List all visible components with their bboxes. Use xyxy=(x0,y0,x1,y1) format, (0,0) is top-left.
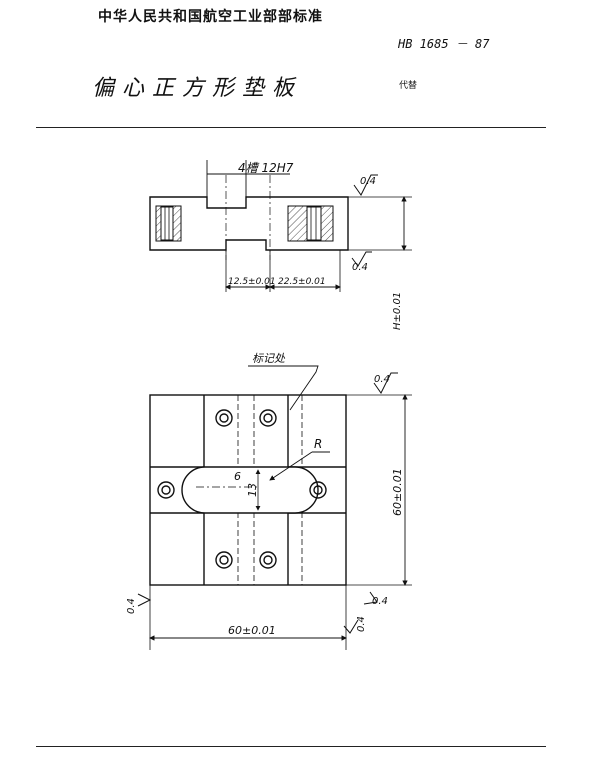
header-rule xyxy=(36,127,546,128)
section-finish-top: 0.4 xyxy=(360,176,376,187)
dim-left-offset: 12.5±0.01 xyxy=(228,277,276,287)
radius-label: R xyxy=(314,437,322,451)
dim-plan-horizontal: 60±0.01 xyxy=(228,624,276,637)
document-title: 偏心正方形垫板 xyxy=(92,76,303,101)
section-view xyxy=(149,160,412,292)
plan-finish-left: 0.4 xyxy=(126,598,137,614)
marking-callout: 标记处 xyxy=(252,352,286,365)
issuing-organization: 中华人民共和国航空工业部部标准 xyxy=(98,9,323,25)
plan-finish-right: 0.4 xyxy=(372,596,388,607)
slot-width-label: 13 xyxy=(246,483,259,497)
slot-callout: 4槽 12H7 xyxy=(238,161,294,175)
replaces-label: 代替 xyxy=(399,81,418,91)
plan-finish-bottom: 0.4 xyxy=(356,616,367,632)
footer-rule xyxy=(36,746,546,747)
plan-finish-top: 0.4 xyxy=(374,374,390,385)
standard-number: HB 1685 － 87 xyxy=(398,37,490,51)
dim-right-offset: 22.5±0.01 xyxy=(278,277,326,287)
slot-length-label: 6 xyxy=(234,470,241,483)
plan-view xyxy=(137,365,412,650)
dim-plan-vertical: 60±0.01 xyxy=(391,468,404,516)
dim-height: H±0.01 xyxy=(392,292,403,330)
section-finish-bottom: 0.4 xyxy=(352,262,368,273)
